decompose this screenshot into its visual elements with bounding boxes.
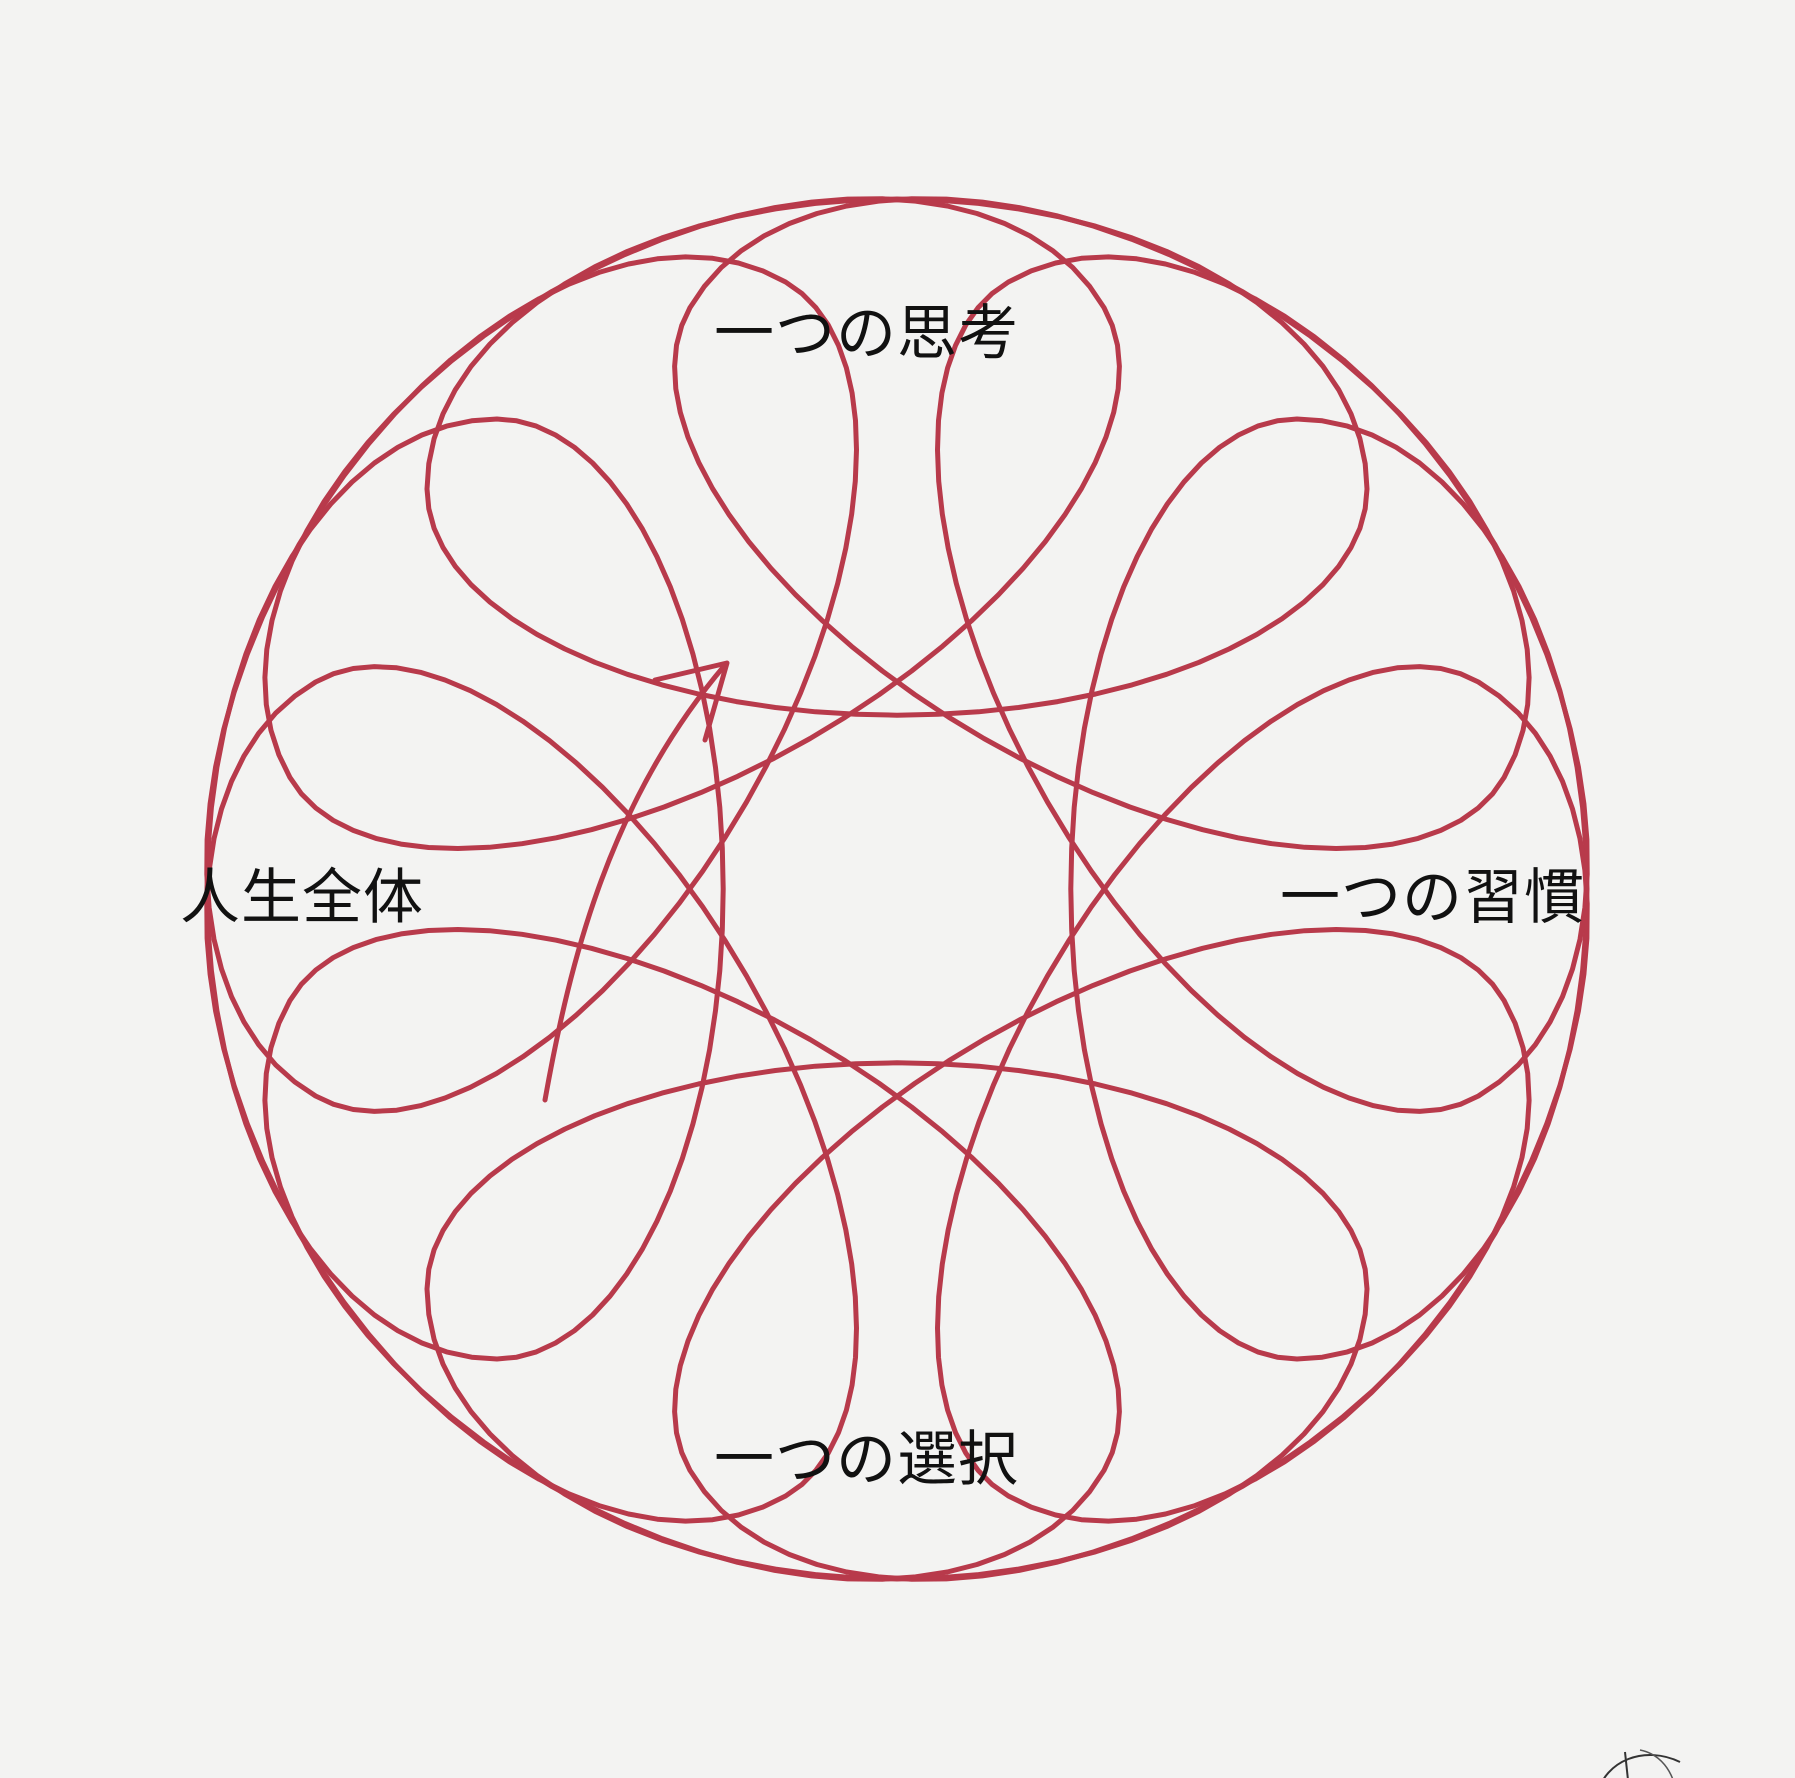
label-whole-life: 人生全体	[180, 868, 424, 928]
label-one-thought: 一つの思考	[714, 304, 1019, 364]
loop-curve	[427, 1063, 1367, 1579]
loop-curve	[427, 199, 1367, 715]
label-one-habit: 一つの習慣	[1280, 868, 1585, 928]
label-one-choice: 一つの選択	[714, 1430, 1019, 1490]
arrow-icon	[545, 663, 727, 1100]
signature-logo	[1585, 1740, 1695, 1778]
